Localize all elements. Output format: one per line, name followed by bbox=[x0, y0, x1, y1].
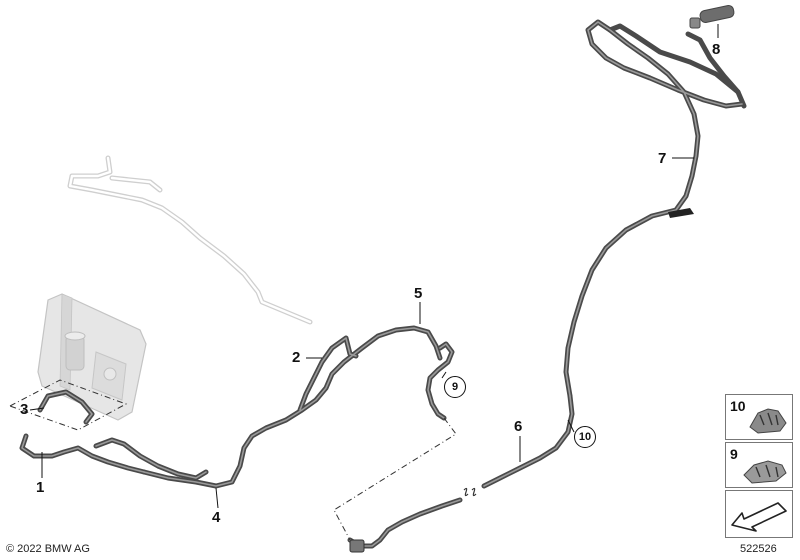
arrow-icon bbox=[731, 502, 787, 532]
nozzle-icon bbox=[689, 5, 735, 29]
legend-clip-9-label: 9 bbox=[730, 446, 738, 462]
diagram-number: 522526 bbox=[740, 543, 777, 555]
callout-6: 6 bbox=[514, 418, 523, 435]
callout-10: 10 bbox=[574, 426, 596, 448]
connection-lines bbox=[333, 417, 457, 541]
hose-lines bbox=[19, 19, 747, 549]
callout-2: 2 bbox=[292, 349, 301, 366]
leader-lines bbox=[29, 24, 719, 509]
copyright: © 2022 BMW AG bbox=[6, 543, 90, 555]
callout-8: 8 bbox=[712, 41, 721, 58]
callout-5: 5 bbox=[414, 285, 423, 302]
legend-arrow bbox=[725, 490, 793, 538]
callout-4: 4 bbox=[212, 509, 221, 526]
connector bbox=[349, 539, 365, 553]
break-mark-icon bbox=[463, 487, 477, 497]
reservoir-icon bbox=[37, 293, 147, 421]
faded-hose-routing bbox=[67, 155, 313, 325]
callout-3: 3 bbox=[20, 401, 29, 418]
callout-9: 9 bbox=[444, 376, 466, 398]
legend-clip-9: 9 bbox=[725, 442, 793, 488]
grommet bbox=[668, 208, 694, 218]
detail-outline bbox=[8, 379, 128, 431]
callout-7: 7 bbox=[658, 150, 667, 167]
legend-clip-10: 10 bbox=[725, 394, 793, 440]
legend-clip-10-label: 10 bbox=[730, 398, 746, 414]
clip-9-icon bbox=[743, 460, 787, 484]
clip-10-icon bbox=[749, 408, 787, 434]
callout-1: 1 bbox=[36, 479, 45, 496]
